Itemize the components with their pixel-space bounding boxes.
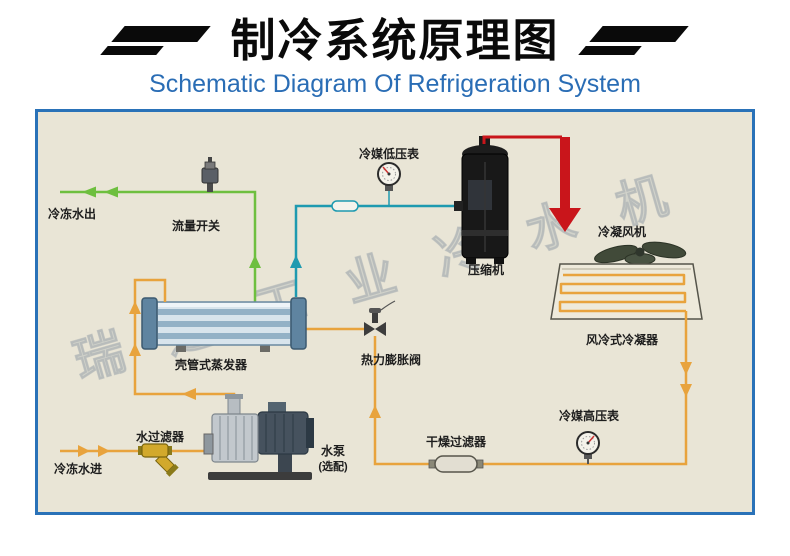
low-pressure-gauge bbox=[377, 161, 401, 191]
label-low-pressure-gauge: 冷媒低压表 bbox=[359, 146, 420, 161]
label-chilled-water-out: 冷冻水出 bbox=[48, 206, 96, 221]
label-water-pump-option: (选配) bbox=[318, 459, 348, 473]
label-expansion-valve: 热力膨胀阀 bbox=[361, 352, 421, 367]
drying-filter bbox=[428, 454, 484, 473]
water-filter bbox=[138, 442, 179, 477]
label-drying-filter: 干燥过滤器 bbox=[426, 434, 487, 449]
flow-switch bbox=[201, 156, 219, 192]
evaporator bbox=[141, 296, 307, 352]
label-flow-switch: 流量开关 bbox=[172, 218, 220, 233]
label-air-cooled-condenser: 风冷式冷凝器 bbox=[586, 332, 659, 347]
title-deco-left bbox=[100, 23, 212, 59]
diagram-frame: 瑞通工业冷水机 冷冻水出 流量开关 bbox=[35, 108, 755, 515]
compressor bbox=[454, 135, 509, 264]
water-pump bbox=[203, 393, 314, 480]
page-title: 制冷系统原理图 bbox=[230, 15, 560, 66]
label-compressor: 压缩机 bbox=[468, 262, 504, 277]
suction-line bbox=[290, 189, 456, 297]
hot-gas-line bbox=[482, 135, 581, 232]
liquid-line bbox=[305, 310, 692, 465]
label-chilled-water-in: 冷冻水进 bbox=[54, 461, 102, 476]
condenser-fan bbox=[594, 241, 687, 265]
title-banner: 制冷系统原理图 bbox=[0, 16, 790, 66]
title-deco-right bbox=[577, 23, 689, 59]
chilled-water-in-line bbox=[60, 444, 208, 457]
high-pressure-gauge bbox=[576, 430, 600, 464]
label-condenser-fan: 冷凝风机 bbox=[598, 224, 646, 239]
label-high-pressure-gauge: 冷媒高压表 bbox=[559, 408, 620, 423]
sight-glass bbox=[331, 199, 359, 212]
label-water-pump: 水泵 bbox=[321, 443, 345, 458]
label-evaporator: 壳管式蒸发器 bbox=[174, 357, 248, 372]
air-cooled-condenser bbox=[550, 262, 703, 320]
refrigeration-schematic: 瑞通工业冷水机 冷冻水出 流量开关 bbox=[48, 135, 716, 480]
chilled-water-out-line bbox=[60, 186, 261, 302]
label-water-filter: 水过滤器 bbox=[136, 429, 185, 444]
expansion-valve bbox=[364, 299, 396, 336]
page-subtitle: Schematic Diagram Of Refrigeration Syste… bbox=[149, 69, 641, 98]
